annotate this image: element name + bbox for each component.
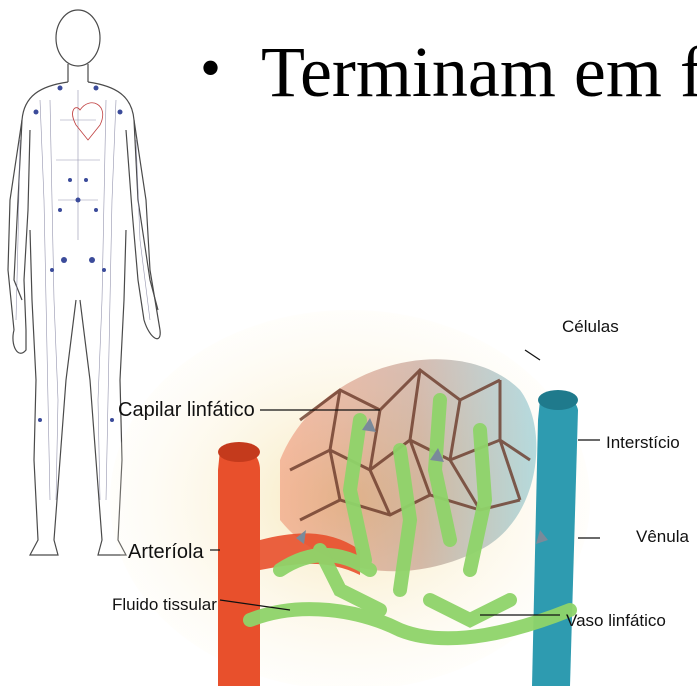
bullet-text: Terminam em fu	[261, 32, 697, 112]
label-venula: Vênula	[636, 528, 689, 545]
label-celulas: Células	[562, 318, 619, 335]
bullet-line: •Terminam em fu	[200, 36, 697, 108]
label-capilar-linfatico: Capilar linfático	[118, 400, 255, 420]
bullet-symbol: •	[200, 35, 221, 101]
label-fluido-tissular: Fluido tissular	[112, 596, 217, 613]
label-arteriola: Arteríola	[128, 542, 204, 562]
label-vaso-linfatico: Vaso linfático	[566, 612, 666, 629]
capillary-bed-illustration	[100, 300, 600, 686]
label-intersticio: Interstício	[606, 434, 680, 451]
